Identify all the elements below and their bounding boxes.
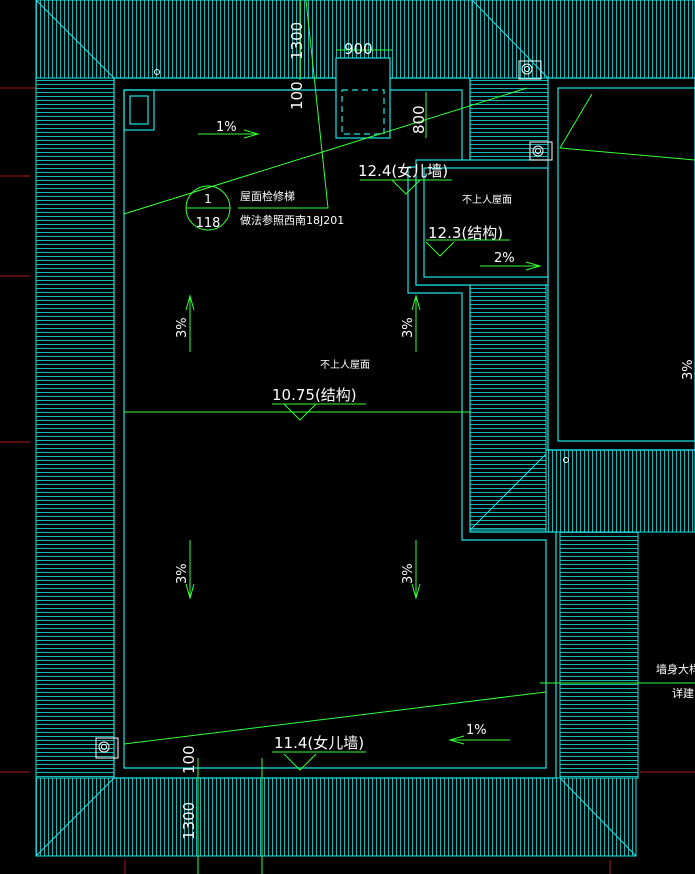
slope-bottom-right: 1% [466,723,487,738]
drain-box-top-left [123,89,155,131]
roof-drains [95,60,553,759]
eave-top-left [35,0,473,79]
level-parapet-bottom: 11.4(女儿墙) [274,734,364,752]
note-hatch-title: 屋面检修梯 [240,189,295,203]
slope-texts: 1% 2% 3% 3% 3% 3% 1% 3% [175,120,695,738]
dimension-top-overhang: 1300 [288,22,306,60]
note-right-1: 墙身大样 [656,662,695,676]
note-main-roof: 不上人屋面 [320,359,370,371]
eave-bottom [35,777,637,857]
level-small-roof: 12.3(结构) [428,224,503,242]
detail-callout-sheet: 118 [196,216,221,231]
walls [113,77,695,779]
detail-callout: 1 118 [185,185,231,231]
slope-left-upper: 3% [175,317,190,338]
dimension-bottom-overhang: 1300 [180,802,198,840]
level-parapet-top: 12.4(女儿墙) [358,162,448,180]
slope-mid-upper: 3% [401,317,416,338]
slope-small-roof: 2% [494,251,515,266]
note-right-2: 详建 [672,686,694,700]
slope-mid-lower: 3% [401,563,416,584]
note-small-roof: 不上人屋面 [462,194,512,206]
detail-callout-number: 1 [204,192,212,206]
drain-icon-top-right [518,60,542,80]
slope-left-lower: 3% [175,563,190,584]
roof-hatch [335,57,391,139]
level-markers [283,179,455,771]
eave-hatching [35,0,695,857]
eave-middle [469,284,547,531]
notes: 不上人屋面 不上人屋面 屋面检修梯 做法参照西南18J201 墙身大样 详建 [240,189,695,700]
eave-top-right [471,0,695,79]
annotation-lines [123,0,695,874]
drain-icon-right [529,141,553,161]
eave-right-lower [559,531,639,779]
dimension-top-gap: 100 [288,81,306,110]
eave-markers [154,69,569,463]
eave-left [35,77,115,779]
note-hatch-ref: 做法参照西南18J201 [240,213,344,227]
level-texts: 12.4(女儿墙) 12.3(结构) 10.75(结构) 11.4(女儿墙) [272,162,503,752]
level-main-roof: 10.75(结构) [272,386,357,404]
dimension-bottom-gap: 100 [180,745,198,774]
dimension-texts: 1300 100 900 800 100 1300 [180,22,428,840]
dimension-hatch-depth: 800 [410,105,428,134]
slope-right-edge: 3% [681,359,695,380]
drain-icon-bottom-left [95,737,119,759]
eave-right-band [545,449,695,533]
dimension-hatch-width: 900 [344,40,373,58]
slope-top-left: 1% [216,120,237,135]
slope-arrows [185,129,542,745]
